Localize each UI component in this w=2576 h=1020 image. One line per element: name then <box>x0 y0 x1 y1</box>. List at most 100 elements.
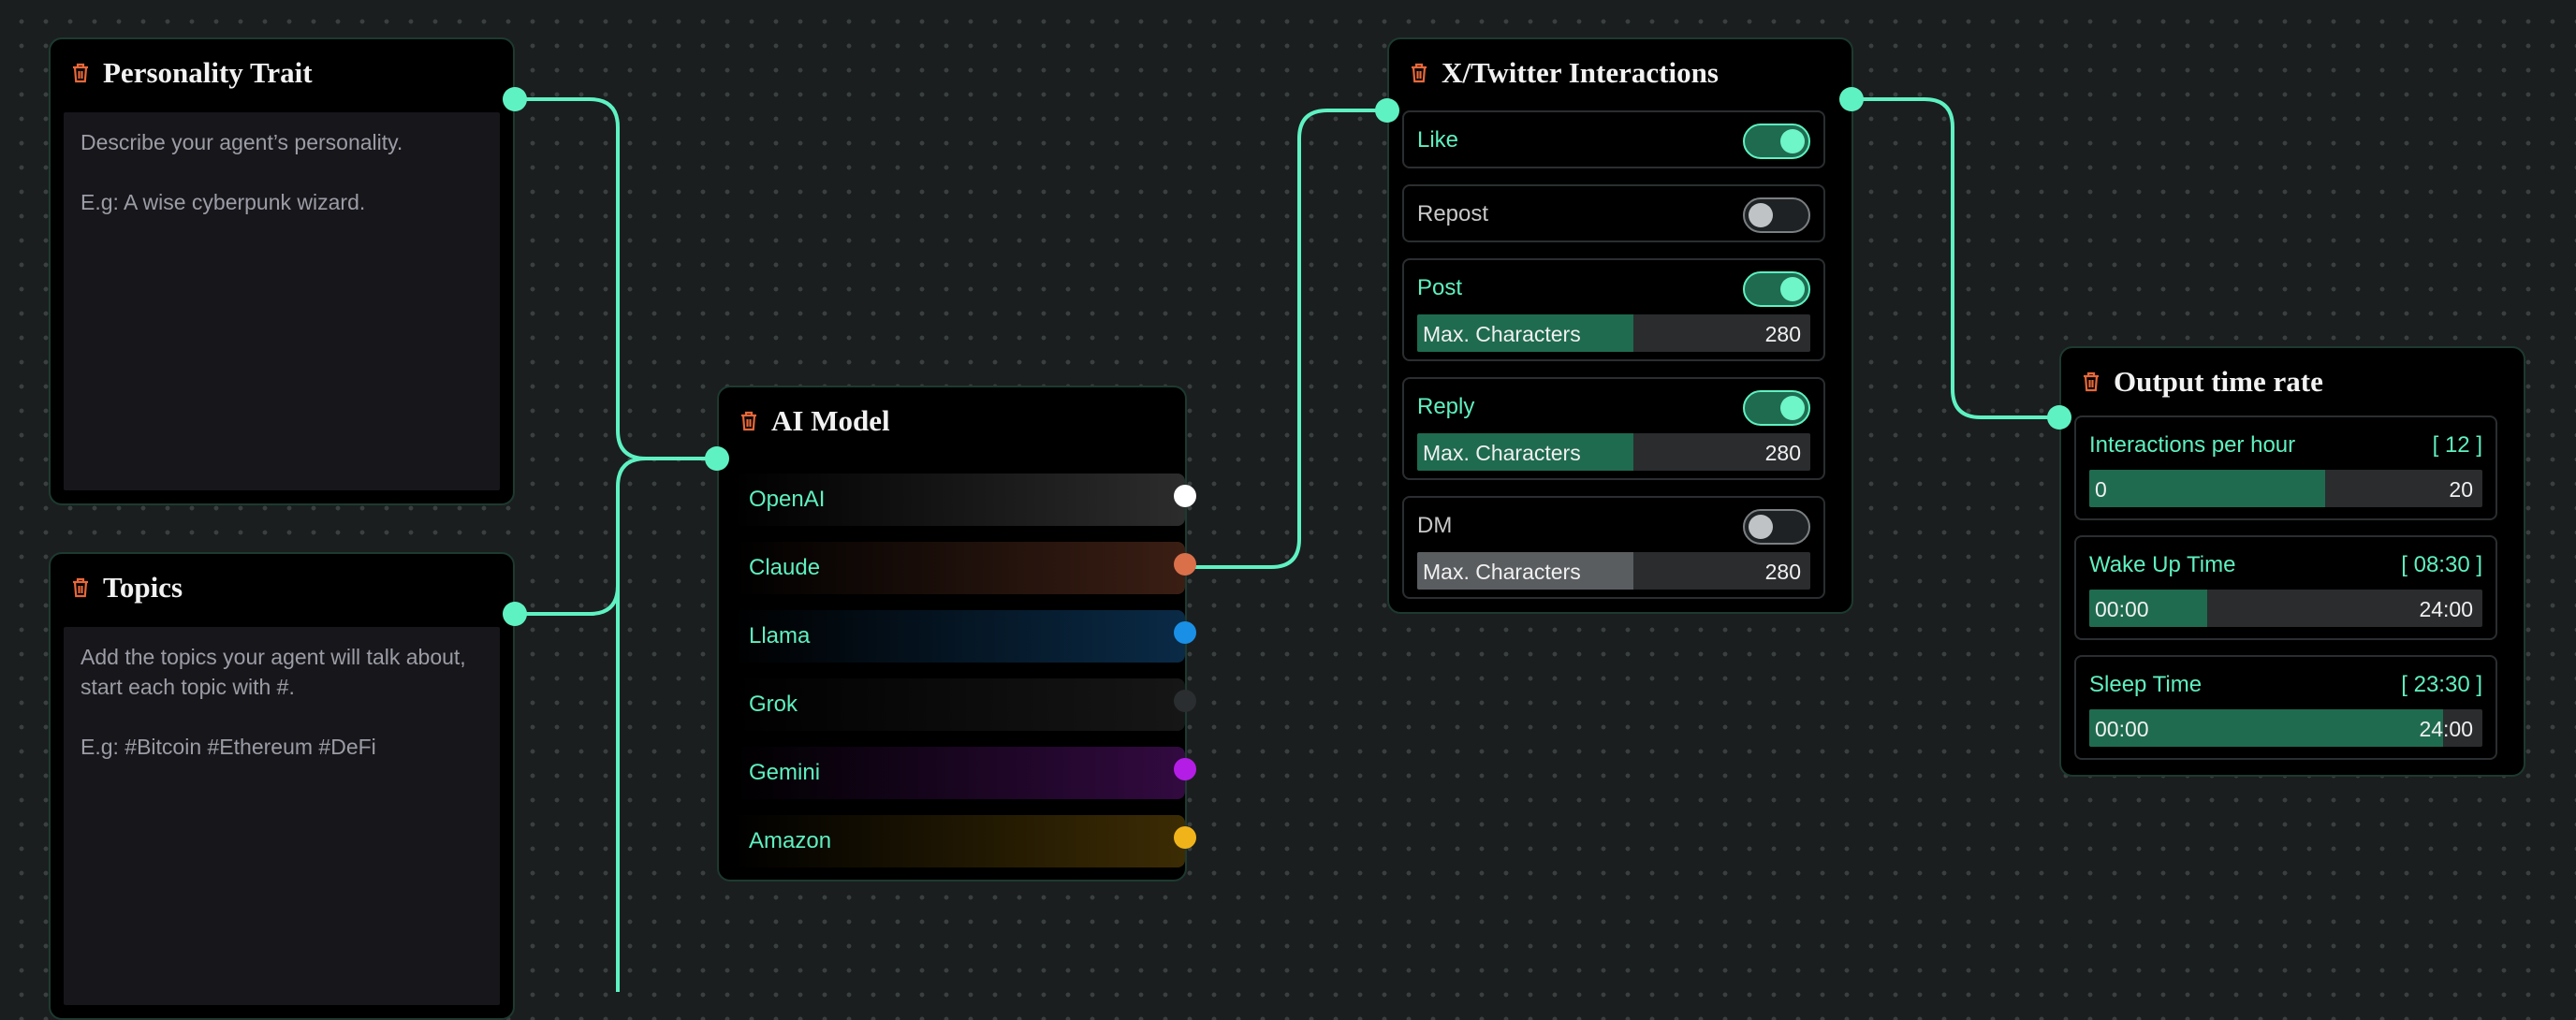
slider-value: 280 <box>1764 322 1801 346</box>
connection-wires <box>515 97 2059 992</box>
toggle-knob <box>1780 396 1805 420</box>
model-label: Claude <box>749 555 821 580</box>
sleep-time-card: Sleep Time [ 23:30 ] 00:00 24:00 <box>2074 655 2497 760</box>
slider-label: Max. Characters <box>1423 560 1581 584</box>
wire-personality-to-ai <box>515 97 717 460</box>
grok-port[interactable] <box>1174 690 1196 712</box>
repost-card: Repost <box>1402 184 1825 242</box>
slider-min: 0 <box>2095 477 2107 502</box>
twitter-output-port[interactable] <box>1839 87 1864 111</box>
like-card: Like <box>1402 110 1825 168</box>
slider-fill <box>2089 470 2325 507</box>
node-title: Personality Trait <box>103 56 313 89</box>
model-label: Grok <box>749 692 798 717</box>
repost-toggle[interactable] <box>1743 197 1810 233</box>
slider-label: Max. Characters <box>1423 441 1581 465</box>
post-card: Post Max. Characters 280 <box>1402 258 1825 361</box>
twitter-input-port[interactable] <box>1375 98 1399 123</box>
model-option-openai[interactable]: OpenAI <box>732 474 1185 526</box>
claude-port[interactable] <box>1174 553 1196 576</box>
twitter-interactions-node[interactable]: X/Twitter Interactions Like Repost Post … <box>1387 37 1853 614</box>
output-time-rate-header[interactable]: Output time rate <box>2061 348 2524 415</box>
model-option-gemini[interactable]: Gemini <box>732 747 1185 799</box>
like-label: Like <box>1417 127 1459 153</box>
model-option-llama[interactable]: Llama <box>732 610 1185 663</box>
slider-value: 280 <box>1764 441 1801 465</box>
slider-max: 24:00 <box>2419 597 2473 621</box>
topics-node[interactable]: Topics Add the topics your agent will ta… <box>49 552 515 1020</box>
wake-up-label: Wake Up Time <box>2089 552 2236 577</box>
toggle-knob <box>1780 129 1805 153</box>
slider-max: 24:00 <box>2419 717 2473 741</box>
ai-model-input-port[interactable] <box>705 446 729 471</box>
wake-up-time-card: Wake Up Time [ 08:30 ] 00:00 24:00 <box>2074 535 2497 640</box>
sleep-label: Sleep Time <box>2089 672 2203 697</box>
model-label: Llama <box>749 623 811 648</box>
amazon-port[interactable] <box>1174 826 1196 849</box>
slider-fill <box>2089 590 2207 627</box>
post-max-characters-slider[interactable]: Max. Characters 280 <box>1417 314 1810 352</box>
personality-trait-node[interactable]: Personality Trait Describe your agent’s … <box>49 37 515 505</box>
interactions-current-value: [ 12 ] <box>2432 432 2482 458</box>
personality-output-port[interactable] <box>503 87 527 111</box>
post-toggle[interactable] <box>1743 271 1810 307</box>
node-title: AI Model <box>771 404 890 437</box>
post-label: Post <box>1417 275 1463 300</box>
interactions-per-hour-card: Interactions per hour [ 12 ] 0 20 <box>2074 415 2497 520</box>
trash-icon[interactable] <box>739 410 758 432</box>
slider-min: 00:00 <box>2095 597 2149 621</box>
dm-max-characters-slider[interactable]: Max. Characters 280 <box>1417 552 1810 590</box>
toggle-knob <box>1749 515 1773 539</box>
toggle-knob <box>1749 203 1773 227</box>
reply-max-characters-slider[interactable]: Max. Characters 280 <box>1417 433 1810 471</box>
gemini-port[interactable] <box>1174 758 1196 780</box>
topics-output-port[interactable] <box>503 602 527 626</box>
dm-card: DM Max. Characters 280 <box>1402 496 1825 599</box>
slider-value: 280 <box>1764 560 1801 584</box>
sleep-slider[interactable]: 00:00 24:00 <box>2089 709 2482 747</box>
output-time-rate-node[interactable]: Output time rate Interactions per hour [… <box>2059 346 2525 777</box>
ai-model-header[interactable]: AI Model <box>719 387 1185 455</box>
wake-up-slider[interactable]: 00:00 24:00 <box>2089 590 2482 627</box>
output-input-port[interactable] <box>2047 405 2071 430</box>
topics-textarea[interactable]: Add the topics your agent will talk abou… <box>64 627 500 1005</box>
personality-textarea[interactable]: Describe your agent’s personality. E.g: … <box>64 112 500 490</box>
trash-icon[interactable] <box>71 62 90 84</box>
repost-label: Repost <box>1417 201 1489 226</box>
wake-up-current-value: [ 08:30 ] <box>2401 552 2482 577</box>
slider-max: 20 <box>2449 477 2473 502</box>
interactions-slider[interactable]: 0 20 <box>2089 470 2482 507</box>
trash-icon[interactable] <box>71 576 90 599</box>
node-title: Topics <box>103 571 183 604</box>
dm-toggle[interactable] <box>1743 509 1810 545</box>
slider-min: 00:00 <box>2095 717 2149 741</box>
reply-label: Reply <box>1417 394 1475 419</box>
node-title: X/Twitter Interactions <box>1442 56 1719 89</box>
openai-port[interactable] <box>1174 485 1196 507</box>
model-option-grok[interactable]: Grok <box>732 678 1185 731</box>
personality-trait-header[interactable]: Personality Trait <box>51 39 513 107</box>
trash-icon[interactable] <box>2082 371 2100 393</box>
dm-label: DM <box>1417 513 1453 538</box>
model-option-claude[interactable]: Claude <box>732 542 1185 594</box>
slider-fill <box>1417 314 1633 352</box>
llama-port[interactable] <box>1174 621 1196 644</box>
ai-model-node[interactable]: AI Model OpenAI Claude Llama Grok Gemini… <box>717 386 1187 882</box>
slider-fill <box>1417 552 1633 590</box>
trash-icon[interactable] <box>1410 62 1428 84</box>
toggle-knob <box>1780 277 1805 301</box>
model-label: Gemini <box>749 760 821 785</box>
interactions-label: Interactions per hour <box>2089 432 2296 458</box>
model-label: OpenAI <box>749 487 826 512</box>
slider-label: Max. Characters <box>1423 322 1581 346</box>
topics-header[interactable]: Topics <box>51 554 513 621</box>
twitter-interactions-header[interactable]: X/Twitter Interactions <box>1389 39 1852 107</box>
sleep-current-value: [ 23:30 ] <box>2401 672 2482 697</box>
slider-fill <box>2089 709 2443 747</box>
like-toggle[interactable] <box>1743 124 1810 159</box>
node-title: Output time rate <box>2114 365 2323 398</box>
model-label: Amazon <box>749 828 832 853</box>
model-option-amazon[interactable]: Amazon <box>732 815 1185 867</box>
reply-toggle[interactable] <box>1743 390 1810 426</box>
